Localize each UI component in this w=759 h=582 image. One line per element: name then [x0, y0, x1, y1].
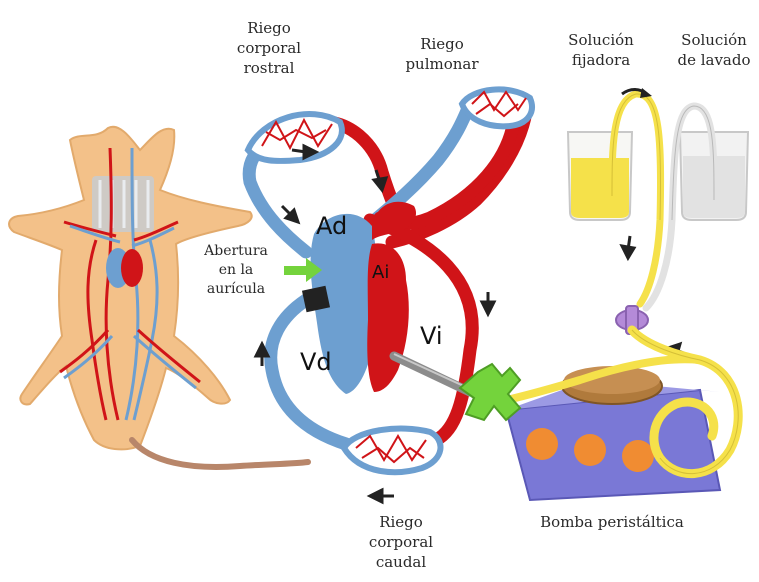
label-solucion-fijadora: Solución fijadora	[556, 30, 646, 70]
label-abertura-auricula: Abertura en la aurícula	[196, 242, 276, 299]
label-bomba-peristaltica: Bomba peristáltica	[524, 512, 700, 532]
caudal-capillary-bed	[344, 429, 440, 473]
label-ai: Ai	[372, 262, 389, 283]
rat-tail	[132, 440, 308, 467]
label-vi: Vi	[420, 322, 443, 350]
rat-heart-right	[121, 249, 143, 287]
label-riego-corporal-caudal: Riego corporal caudal	[356, 512, 446, 572]
label-riego-corporal-rostral: Riego corporal rostral	[224, 18, 314, 78]
fixative-beaker	[568, 132, 632, 220]
rostral-capillary-bed	[248, 114, 342, 161]
label-riego-pulmonar: Riego pulmonar	[392, 34, 492, 74]
peristaltic-pump	[506, 366, 720, 500]
pump-knob-2	[574, 434, 606, 466]
label-solucion-de-lavado: Solución de lavado	[670, 30, 758, 70]
pump-knob-3	[622, 440, 654, 472]
pulmonary-capillary-bed	[462, 89, 532, 126]
label-ad: Ad	[316, 212, 347, 240]
pump-knob-1	[526, 428, 558, 460]
label-vd: Vd	[300, 348, 332, 376]
